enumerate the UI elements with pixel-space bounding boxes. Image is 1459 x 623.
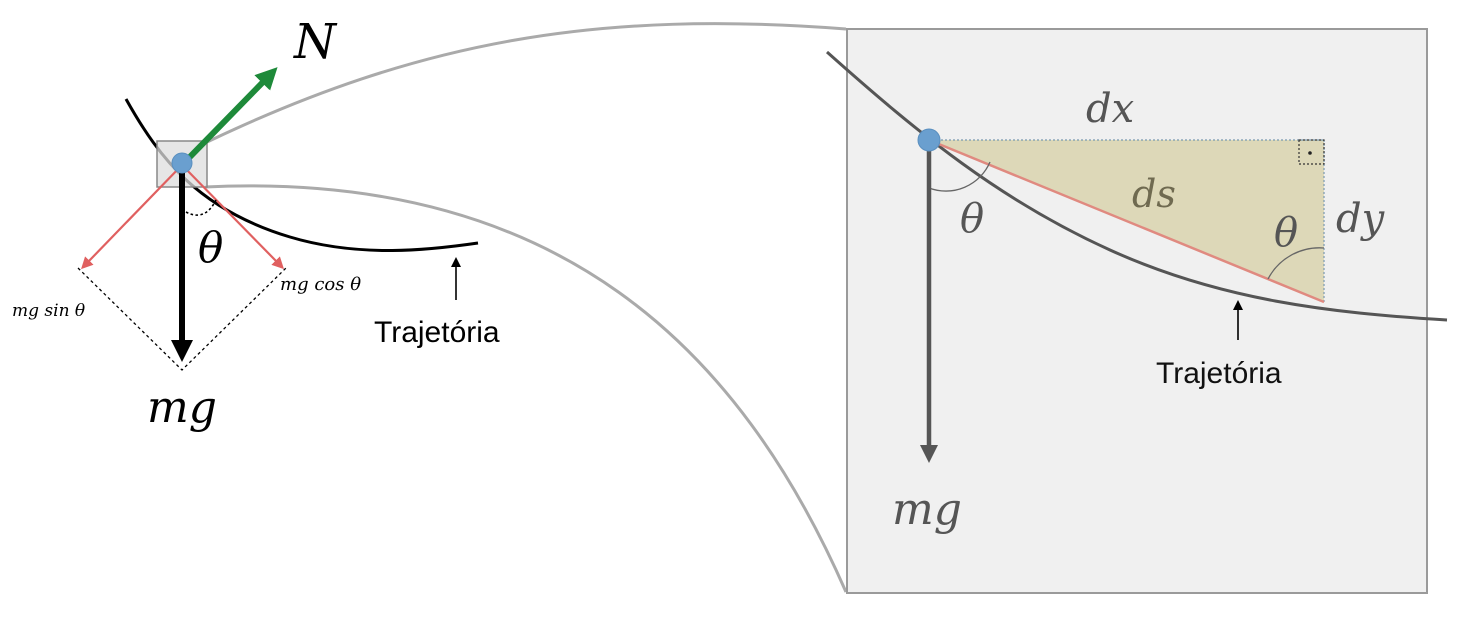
zoom-connector-bottom — [204, 184, 848, 593]
zoom-trajectory-curve — [826, 50, 1448, 322]
zoom-particle — [917, 128, 941, 152]
zoom-panel: dx dy ds θ θ mg Trajetória — [826, 28, 1448, 594]
component-parallelogram — [77, 267, 287, 371]
angle-arc-left — [928, 161, 991, 192]
ds-label: ds — [1132, 172, 1176, 216]
normal-label: N — [293, 14, 338, 70]
weight-label: mg — [147, 382, 217, 433]
angle-label: θ — [198, 223, 223, 272]
normal-arrow — [179, 67, 278, 168]
cos-component-label: mg cos θ — [280, 274, 361, 295]
angle-label-left: θ — [960, 196, 984, 242]
particle — [171, 152, 193, 174]
right-angle-marker — [1298, 139, 1325, 165]
angle-arc-right — [1267, 247, 1325, 280]
sin-component-label: mg sin θ — [12, 301, 85, 321]
cos-component-arrow — [181, 164, 284, 270]
trajectory-label: Trajetória — [374, 316, 500, 349]
dy-label: dy — [1336, 196, 1386, 242]
zoom-trajectory-label: Trajetória — [1156, 357, 1282, 390]
dx-label: dx — [1086, 86, 1134, 132]
right-angle-dot — [1308, 151, 1312, 155]
left-diagram: N mg θ mg sin θ mg cos θ Trajetória — [12, 14, 500, 433]
zoom-connector-top — [204, 22, 847, 145]
angle-arc — [185, 199, 217, 216]
sin-component-arrow — [81, 164, 183, 270]
angle-label-right: θ — [1274, 210, 1298, 256]
ds-line — [928, 138, 1325, 304]
zoom-weight-label: mg — [892, 484, 962, 535]
